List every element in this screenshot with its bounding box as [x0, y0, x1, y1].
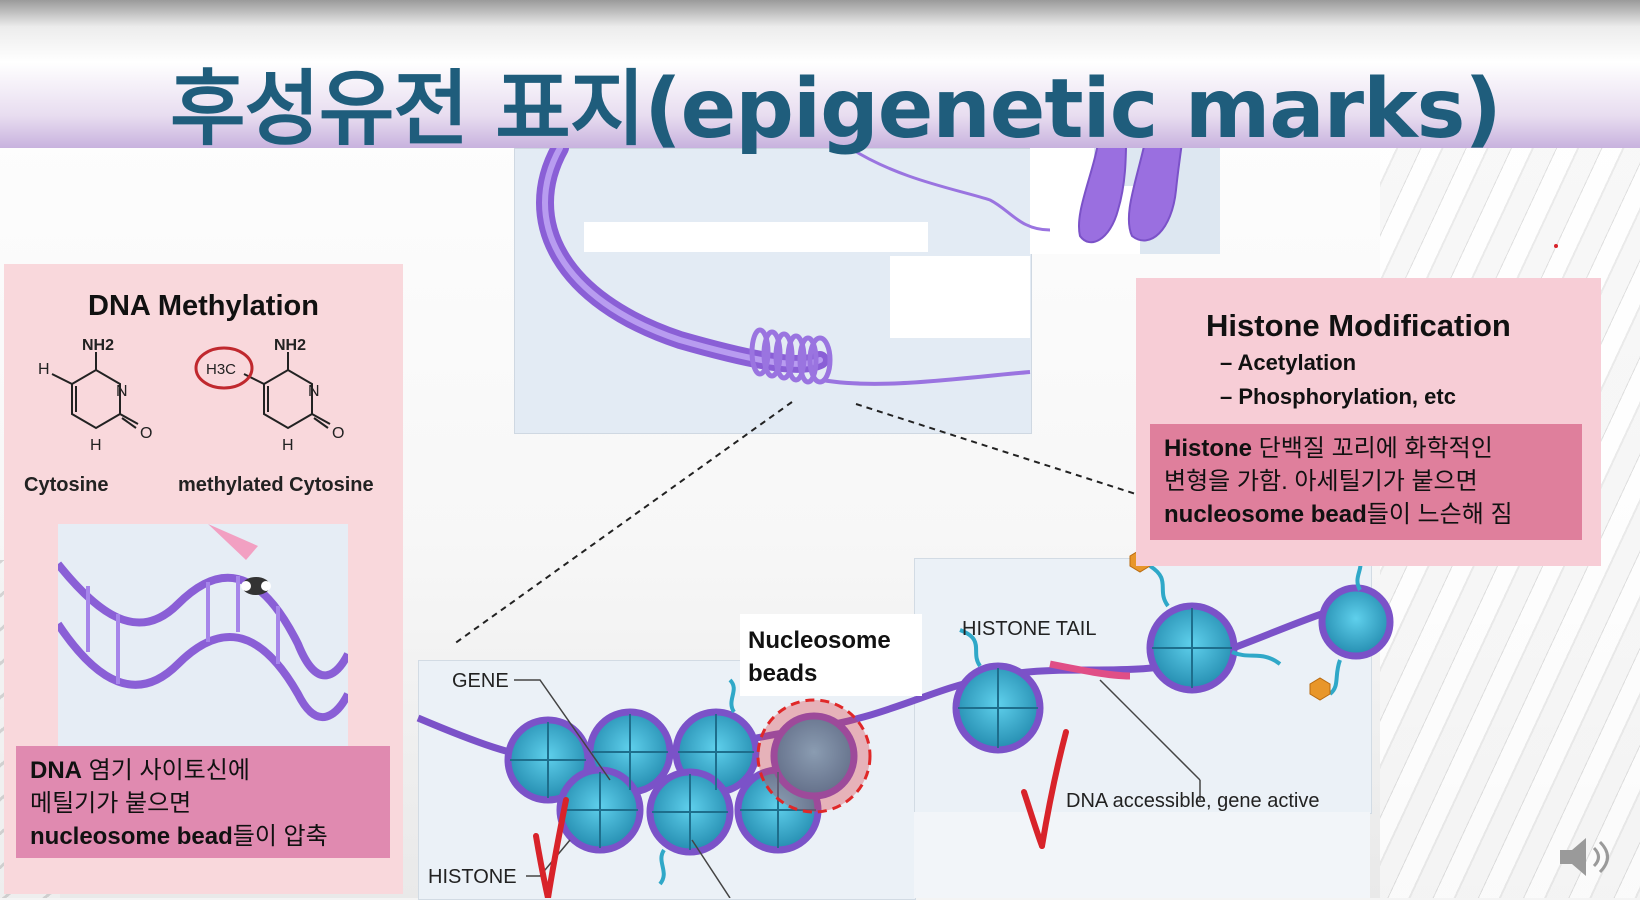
note-text: 들이 느슨해 짐: [1366, 501, 1513, 528]
nucleosome-beads-line: Nucleosome: [748, 627, 891, 654]
histone-modification-item: – Phosphorylation, etc: [1220, 384, 1456, 409]
highlighted-nucleosome: [756, 698, 872, 814]
cytosine-label: Cytosine: [24, 474, 109, 496]
note-text: 변형을 가함. 아세틸기가 붙으면: [1164, 468, 1478, 495]
h3c-label: H3C: [206, 361, 236, 378]
nh2-label: NH2: [274, 337, 306, 354]
nh-label: H: [90, 437, 102, 454]
histone-modification-item: – Acetylation: [1220, 350, 1357, 375]
note-text: 들이 압축: [232, 823, 328, 850]
n-label: N: [116, 383, 128, 400]
dna-accessible-label: DNA accessible, gene active: [1066, 790, 1320, 812]
image-mask: [890, 256, 1030, 338]
note-bold: DNA: [30, 757, 82, 784]
dna-double-helix-image: [54, 524, 352, 746]
histone-modification-panel: Histone Modification – Acetylation – Pho…: [1136, 278, 1601, 566]
note-bold: nucleosome bead: [30, 823, 233, 850]
image-lower-region: [914, 812, 1370, 898]
methylated-cytosine-label: methylated Cytosine: [178, 474, 374, 496]
cytosine-structures: NH2 N H O H NH2 N H O H3C: [38, 337, 344, 454]
h-label: H: [38, 361, 50, 378]
speaker-icon[interactable]: [1556, 834, 1616, 880]
n-label: N: [308, 383, 320, 400]
page-title: 후성유전 표지(epigenetic marks): [170, 62, 1502, 157]
dna-methylation-note: DNA 염기 사이토신에 메틸기가 붙으면 nucleosome bead들이 …: [16, 746, 390, 858]
histone-modification-title: Histone Modification: [1206, 308, 1511, 343]
nucleosome-beads-line: beads: [748, 660, 818, 687]
note-bold: Histone: [1164, 435, 1253, 462]
nucleosome-beads-label: Nucleosome beads: [740, 614, 922, 696]
note-bold: nucleosome bead: [1164, 501, 1367, 528]
title-band: [0, 0, 1640, 148]
histone-modification-note: Histone 단백질 꼬리에 화학적인 변형을 가함. 아세틸기가 붙으면 n…: [1150, 424, 1582, 540]
note-text: 메틸기가 붙으면: [30, 790, 192, 817]
note-text: 단백질 꼬리에 화학적인: [1252, 435, 1493, 462]
dna-methylation-title: DNA Methylation: [88, 290, 319, 322]
histone-label: HISTONE: [428, 866, 517, 888]
methyl-group-highlight: [194, 346, 254, 390]
gene-label: GENE: [452, 670, 509, 692]
note-text: 염기 사이토신에: [82, 757, 250, 784]
histone-tail-label: HISTONE TAIL: [962, 618, 1097, 640]
nh-label: H: [282, 437, 294, 454]
o-label: O: [332, 425, 344, 442]
check-mark-icon: [533, 729, 1069, 898]
o-label: O: [140, 425, 152, 442]
dna-methylation-panel: DNA Methylation NH2 N H O H NH2 N H O: [4, 264, 403, 894]
image-mask: [584, 222, 928, 252]
nh2-label: NH2: [82, 337, 114, 354]
